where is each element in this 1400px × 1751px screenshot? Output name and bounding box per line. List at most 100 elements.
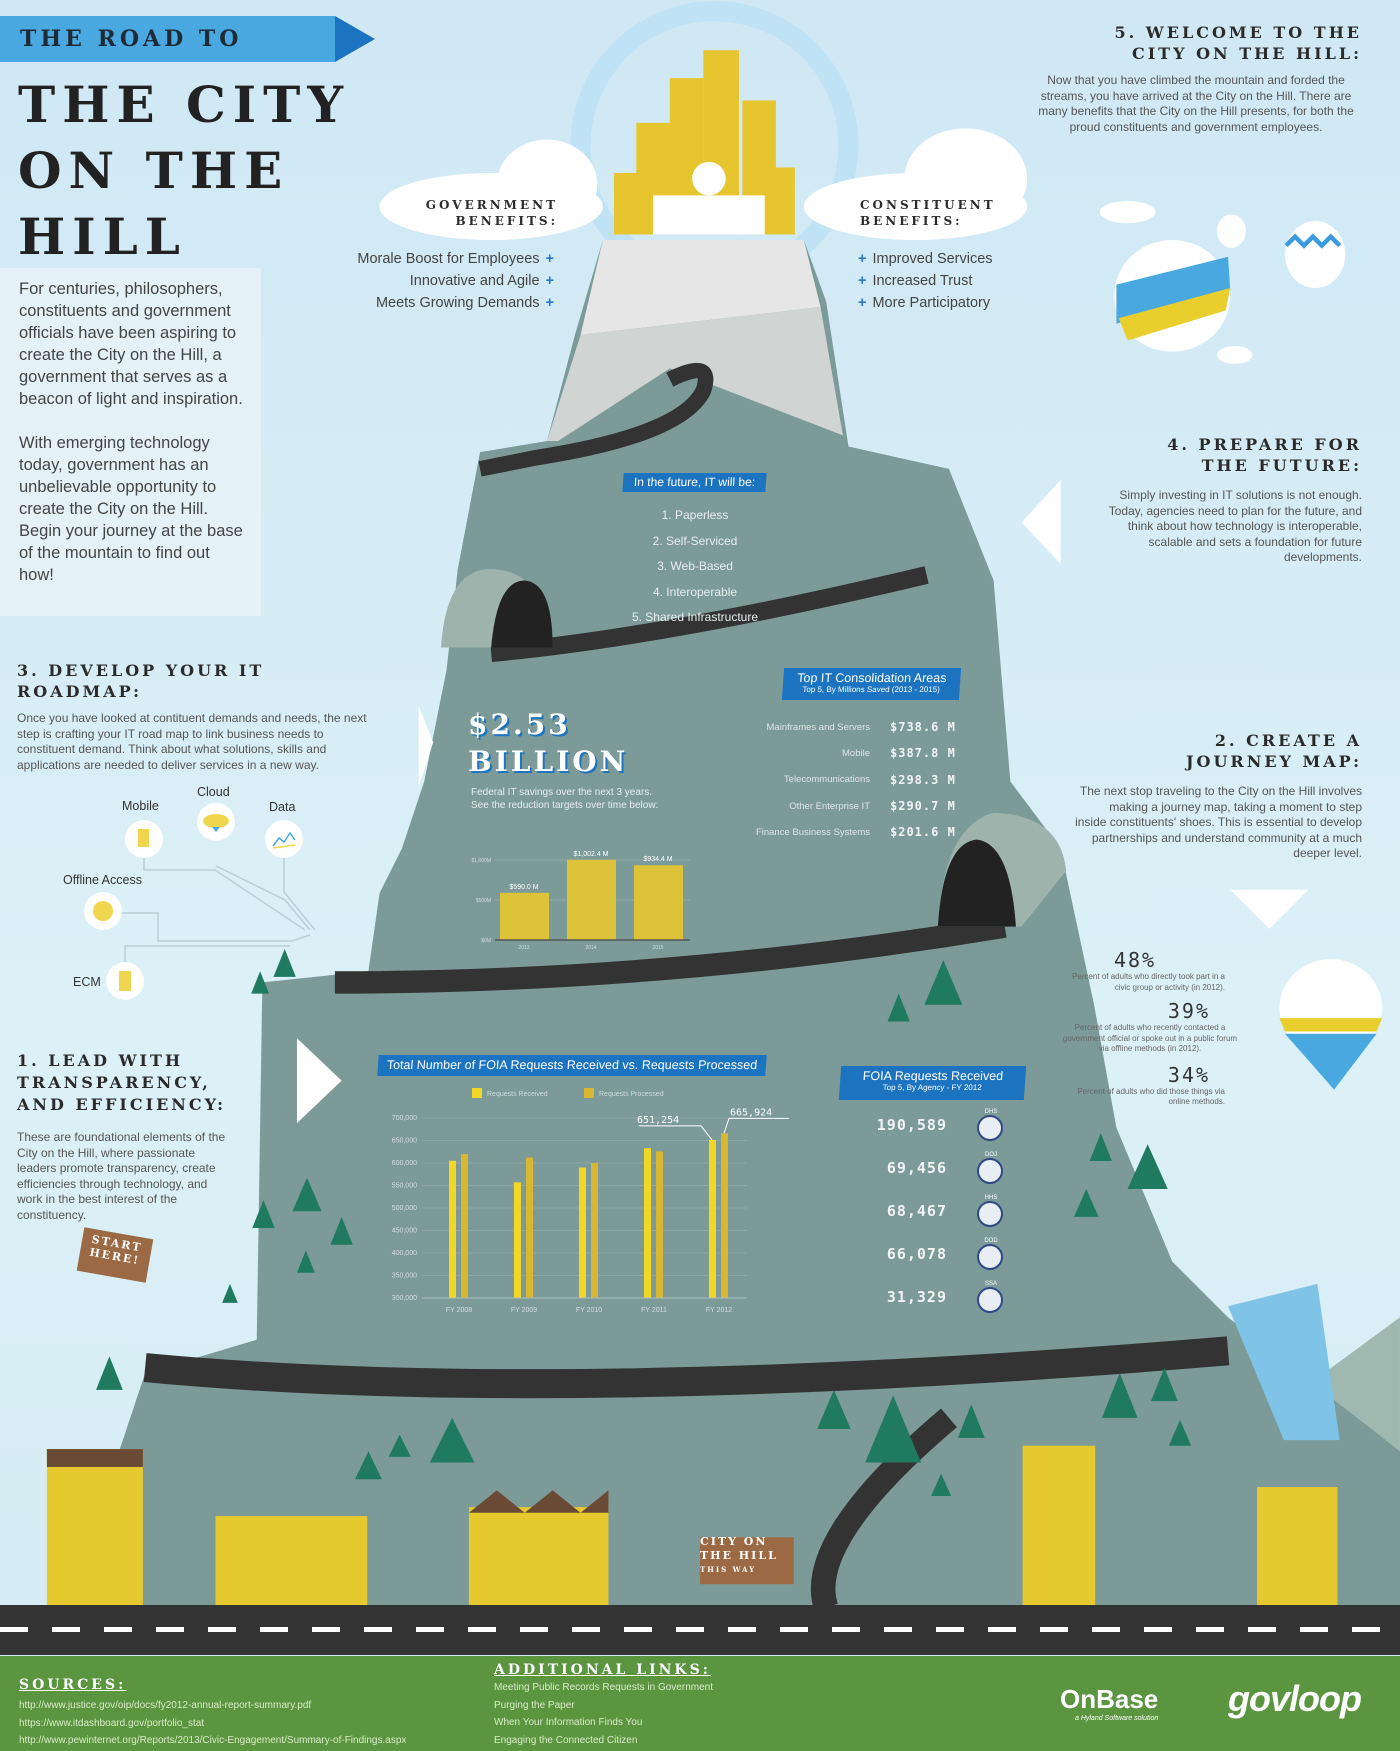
bar	[500, 892, 549, 940]
node-label: ECM	[73, 975, 101, 989]
node-mobile	[125, 820, 163, 858]
y-tick-label: $1,000M	[472, 858, 491, 864]
section-title: 2. CREATE A JOURNEY MAP:	[1185, 731, 1362, 771]
plus-icon: +	[545, 251, 554, 267]
section-3: 3. DEVELOP YOUR IT ROADMAP: Once you hav…	[17, 660, 367, 773]
source-link[interactable]: http://www.pewinternet.org/Reports/2013/…	[19, 1735, 407, 1746]
row-value: $290.7 M	[890, 799, 956, 814]
legend-label: Requests Received	[487, 1091, 548, 1098]
y-tick-label: 350,000	[392, 1273, 417, 1280]
agency-label: DOJ	[985, 1151, 997, 1158]
section-title: 1. LEAD WITH TRANSPARENCY, AND EFFICIENC…	[17, 1051, 227, 1114]
future-item: 2. Self-Serviced	[652, 533, 738, 548]
node-ecm	[106, 962, 144, 1000]
additional-link[interactable]: Engaging the Connected Citizen	[494, 1734, 638, 1746]
plus-icon: +	[858, 251, 867, 267]
bar	[721, 1133, 728, 1298]
road-sign	[699, 1537, 794, 1585]
section-2: 2. CREATE A JOURNEY MAP: The next stop t…	[1075, 730, 1362, 862]
town-buildings	[46, 1445, 1338, 1606]
consolidation-subtitle: Top 5, By Millions Saved (2013 - 2015)	[802, 685, 941, 694]
agency-seal-icon: DOJ	[977, 1152, 1005, 1184]
y-tick-label: 450,000	[392, 1228, 417, 1235]
additional-link[interactable]: Purging the Paper	[494, 1699, 575, 1711]
globe-icon	[93, 901, 113, 921]
row-label: Telecommunications	[783, 774, 870, 786]
bar	[634, 865, 683, 940]
bar	[514, 1182, 521, 1298]
y-tick-label: 650,000	[392, 1138, 417, 1145]
title-line: THE CITY	[18, 75, 351, 134]
x-tick-label: FY 2011	[641, 1307, 667, 1314]
stat-value: 39%	[1167, 999, 1210, 1023]
page-title: THE CITY ON THE HILL	[18, 72, 350, 270]
x-tick-label: FY 2008	[446, 1307, 472, 1314]
annotation-leader	[723, 1117, 789, 1134]
foia-top-title: FOIA Requests Received	[862, 1069, 1004, 1083]
trees	[96, 948, 1192, 1496]
foia-value: 190,589	[876, 1115, 947, 1134]
banner-flag	[335, 16, 375, 62]
benefit-item: Innovative and Agile+	[409, 273, 554, 289]
foia-top-subtitle: Top 5, By Agency - FY 2012	[882, 1083, 983, 1092]
stat-item: 39%Percent of adults who recently contac…	[1060, 999, 1240, 1055]
consolidation-row: Finance Business Systems$201.6 M	[730, 819, 980, 845]
section-1: 1. LEAD WITH TRANSPARENCY, AND EFFICIENC…	[17, 1050, 232, 1223]
row-label: Mobile	[842, 747, 870, 759]
govloop-logo: govloop	[1228, 1678, 1362, 1719]
node-label: Cloud	[197, 785, 230, 799]
x-tick-label: 2013	[518, 945, 529, 951]
row-value: $738.6 M	[890, 720, 956, 735]
civic-stats: 48%Percent of adults who directly took p…	[1060, 948, 1240, 1116]
waterfall	[1228, 1283, 1340, 1441]
bar	[591, 1163, 598, 1298]
future-item: 3. Web-Based	[657, 559, 733, 573]
section-text: Now that you have climbed the mountain a…	[1038, 73, 1354, 134]
gov-benefits-list: Morale Boost for Employees+ Innovative a…	[320, 248, 560, 314]
intro-panel: For centuries, philosophers, constituent…	[0, 268, 261, 616]
additional-link[interactable]: Meeting Public Records Requests in Gover…	[494, 1682, 713, 1693]
node-data	[265, 820, 303, 858]
node-label: Data	[269, 800, 296, 814]
future-title: In the future, IT will be:	[622, 473, 767, 492]
bar	[644, 1148, 651, 1298]
plus-icon: +	[858, 273, 867, 289]
bar	[567, 859, 616, 940]
road-winding	[810, 1408, 957, 1612]
sign-line: CITY ON	[700, 1535, 768, 1548]
x-tick-label: 2014	[585, 945, 596, 951]
stat-value: 48%	[1113, 948, 1157, 972]
main-road	[0, 1605, 1400, 1655]
consolidation-row: Mobile$387.8 M	[730, 740, 980, 766]
bar	[579, 1167, 586, 1298]
future-item: 4. Interoperable	[652, 584, 738, 599]
agency-seal-icon: DHS	[977, 1109, 1005, 1141]
summit-plateau	[580, 240, 821, 335]
plus-icon: +	[858, 295, 867, 311]
bar	[709, 1139, 716, 1298]
foia-value: 68,467	[886, 1201, 947, 1220]
stat-text: Percent of adults who recently contacted…	[1062, 1023, 1238, 1053]
additional-link[interactable]: When Your Information Finds You	[494, 1717, 643, 1728]
bar	[449, 1160, 456, 1298]
y-tick-label: 400,000	[392, 1250, 417, 1257]
row-label: Mainframes and Servers	[766, 721, 870, 733]
headline-amount: $2.53	[468, 708, 571, 741]
section-text: Once you have looked at contituent deman…	[17, 711, 367, 772]
source-link[interactable]: https://www.itdashboard.gov/portfolio_st…	[19, 1717, 205, 1729]
con-benefits-list: +Improved Services +Increased Trust +Mor…	[852, 248, 1092, 314]
node-cloud	[197, 803, 235, 841]
savings-headline: $2.53 BILLION	[468, 706, 628, 780]
foia-agency-row: 68,467 HHS	[830, 1189, 1030, 1232]
row-label: Other Enterprise IT	[789, 800, 870, 812]
source-link[interactable]: http://www.justice.gov/oip/docs/fy2012-a…	[19, 1700, 312, 1711]
agency-label: HHS	[984, 1194, 998, 1201]
clouds	[379, 128, 1253, 364]
legend-label: Requests Processed	[599, 1091, 664, 1098]
hot-air-balloons	[1114, 214, 1383, 1090]
